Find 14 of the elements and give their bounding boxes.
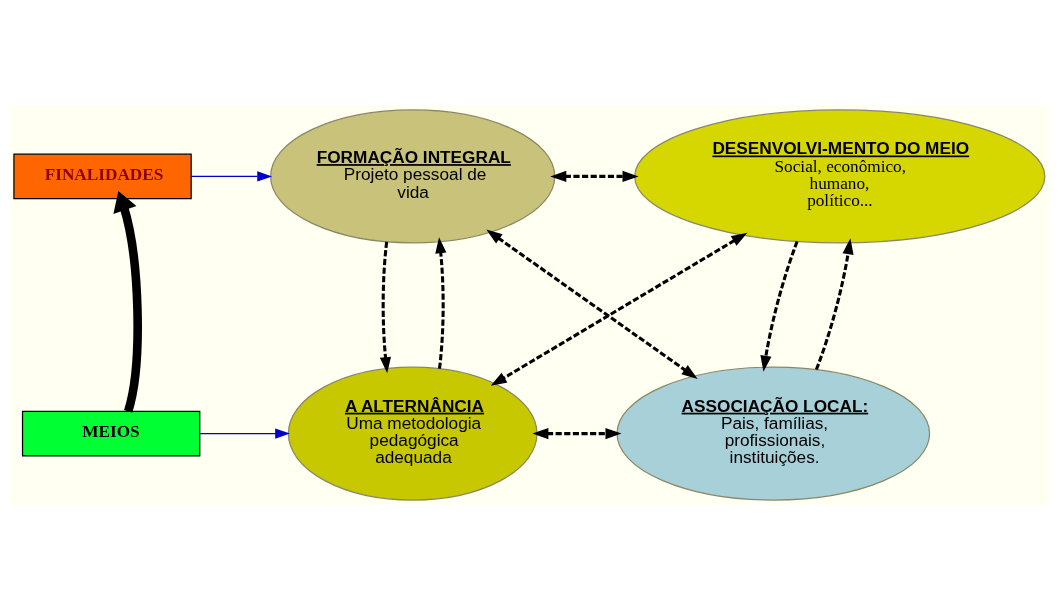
arrow — [550, 170, 639, 182]
arrow — [190, 171, 273, 182]
arrow — [113, 191, 142, 413]
arrow — [760, 241, 799, 372]
arrow — [532, 428, 622, 440]
node-ellipse: A ALTERNÂNCIA Uma metodologia pedagógica adequada — [287, 366, 538, 501]
node-box: MEIOS — [21, 410, 201, 457]
arrow — [435, 237, 447, 369]
arrow — [199, 428, 290, 439]
arrow — [814, 238, 854, 371]
arrow — [379, 241, 392, 374]
arrow — [486, 229, 698, 379]
arrow — [490, 232, 748, 386]
node-box: FINALIDADES — [13, 153, 192, 200]
